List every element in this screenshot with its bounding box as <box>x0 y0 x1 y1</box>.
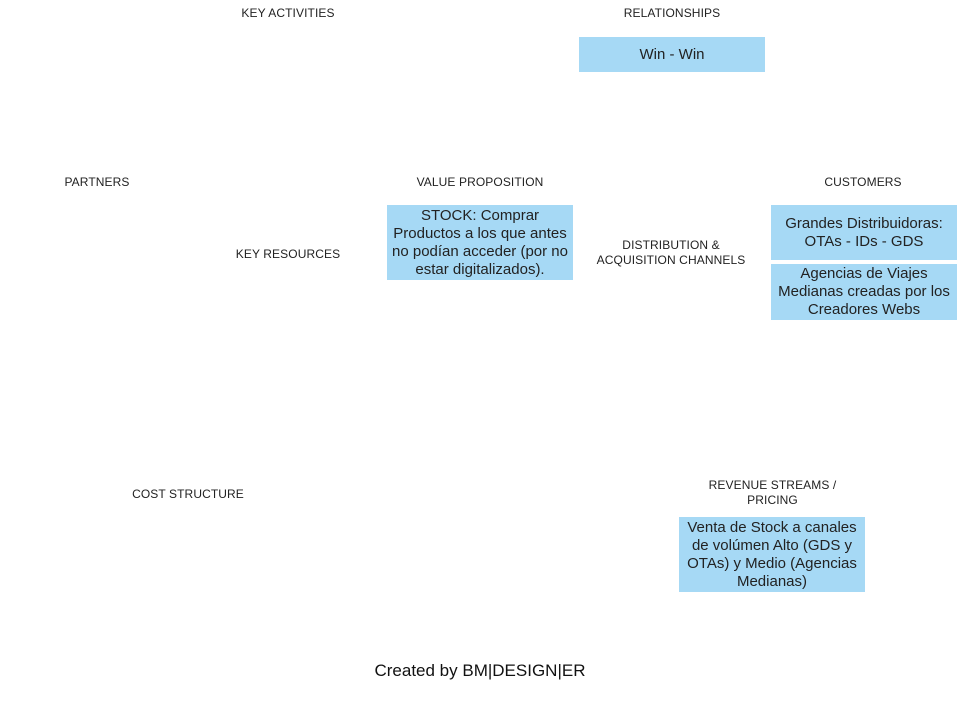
key-resources-label: KEY RESOURCES <box>235 247 341 261</box>
partners-label: PARTNERS <box>64 175 130 189</box>
revenue-note-text: Venta de Stock a canales de volúmen Alto… <box>687 518 857 590</box>
value-proposition-note-text: STOCK: Comprar Productos a los que antes… <box>392 206 568 278</box>
distribution-channels-label: DISTRIBUTION & ACQUISITION CHANNELS <box>596 238 746 267</box>
footer-credit: Created by BM|DESIGN|ER <box>374 661 586 680</box>
customer-note-agencias-medianas[interactable]: Agencias de Viajes Medianas creadas por … <box>771 264 957 320</box>
value-proposition-note-stock[interactable]: STOCK: Comprar Productos a los que antes… <box>387 205 573 280</box>
key-activities-label: KEY ACTIVITIES <box>241 6 335 20</box>
customer-note-text: Agencias de Viajes Medianas creadas por … <box>778 265 950 318</box>
revenue-streams-label: REVENUE STREAMS / PRICING <box>708 478 837 507</box>
cost-structure-label: COST STRUCTURE <box>132 487 244 501</box>
relationship-note-text: Win - Win <box>639 45 705 63</box>
revenue-note-venta-stock[interactable]: Venta de Stock a canales de volúmen Alto… <box>679 517 865 592</box>
relationship-note-win-win[interactable]: Win - Win <box>579 37 765 72</box>
value-proposition-label: VALUE PROPOSITION <box>416 175 544 189</box>
relationships-label: RELATIONSHIPS <box>623 6 721 20</box>
customer-note-text: Grandes Distribuidoras: OTAs - IDs - GDS <box>785 214 943 250</box>
customers-label: CUSTOMERS <box>824 175 902 189</box>
customer-note-grandes-distribuidoras[interactable]: Grandes Distribuidoras: OTAs - IDs - GDS <box>771 205 957 260</box>
